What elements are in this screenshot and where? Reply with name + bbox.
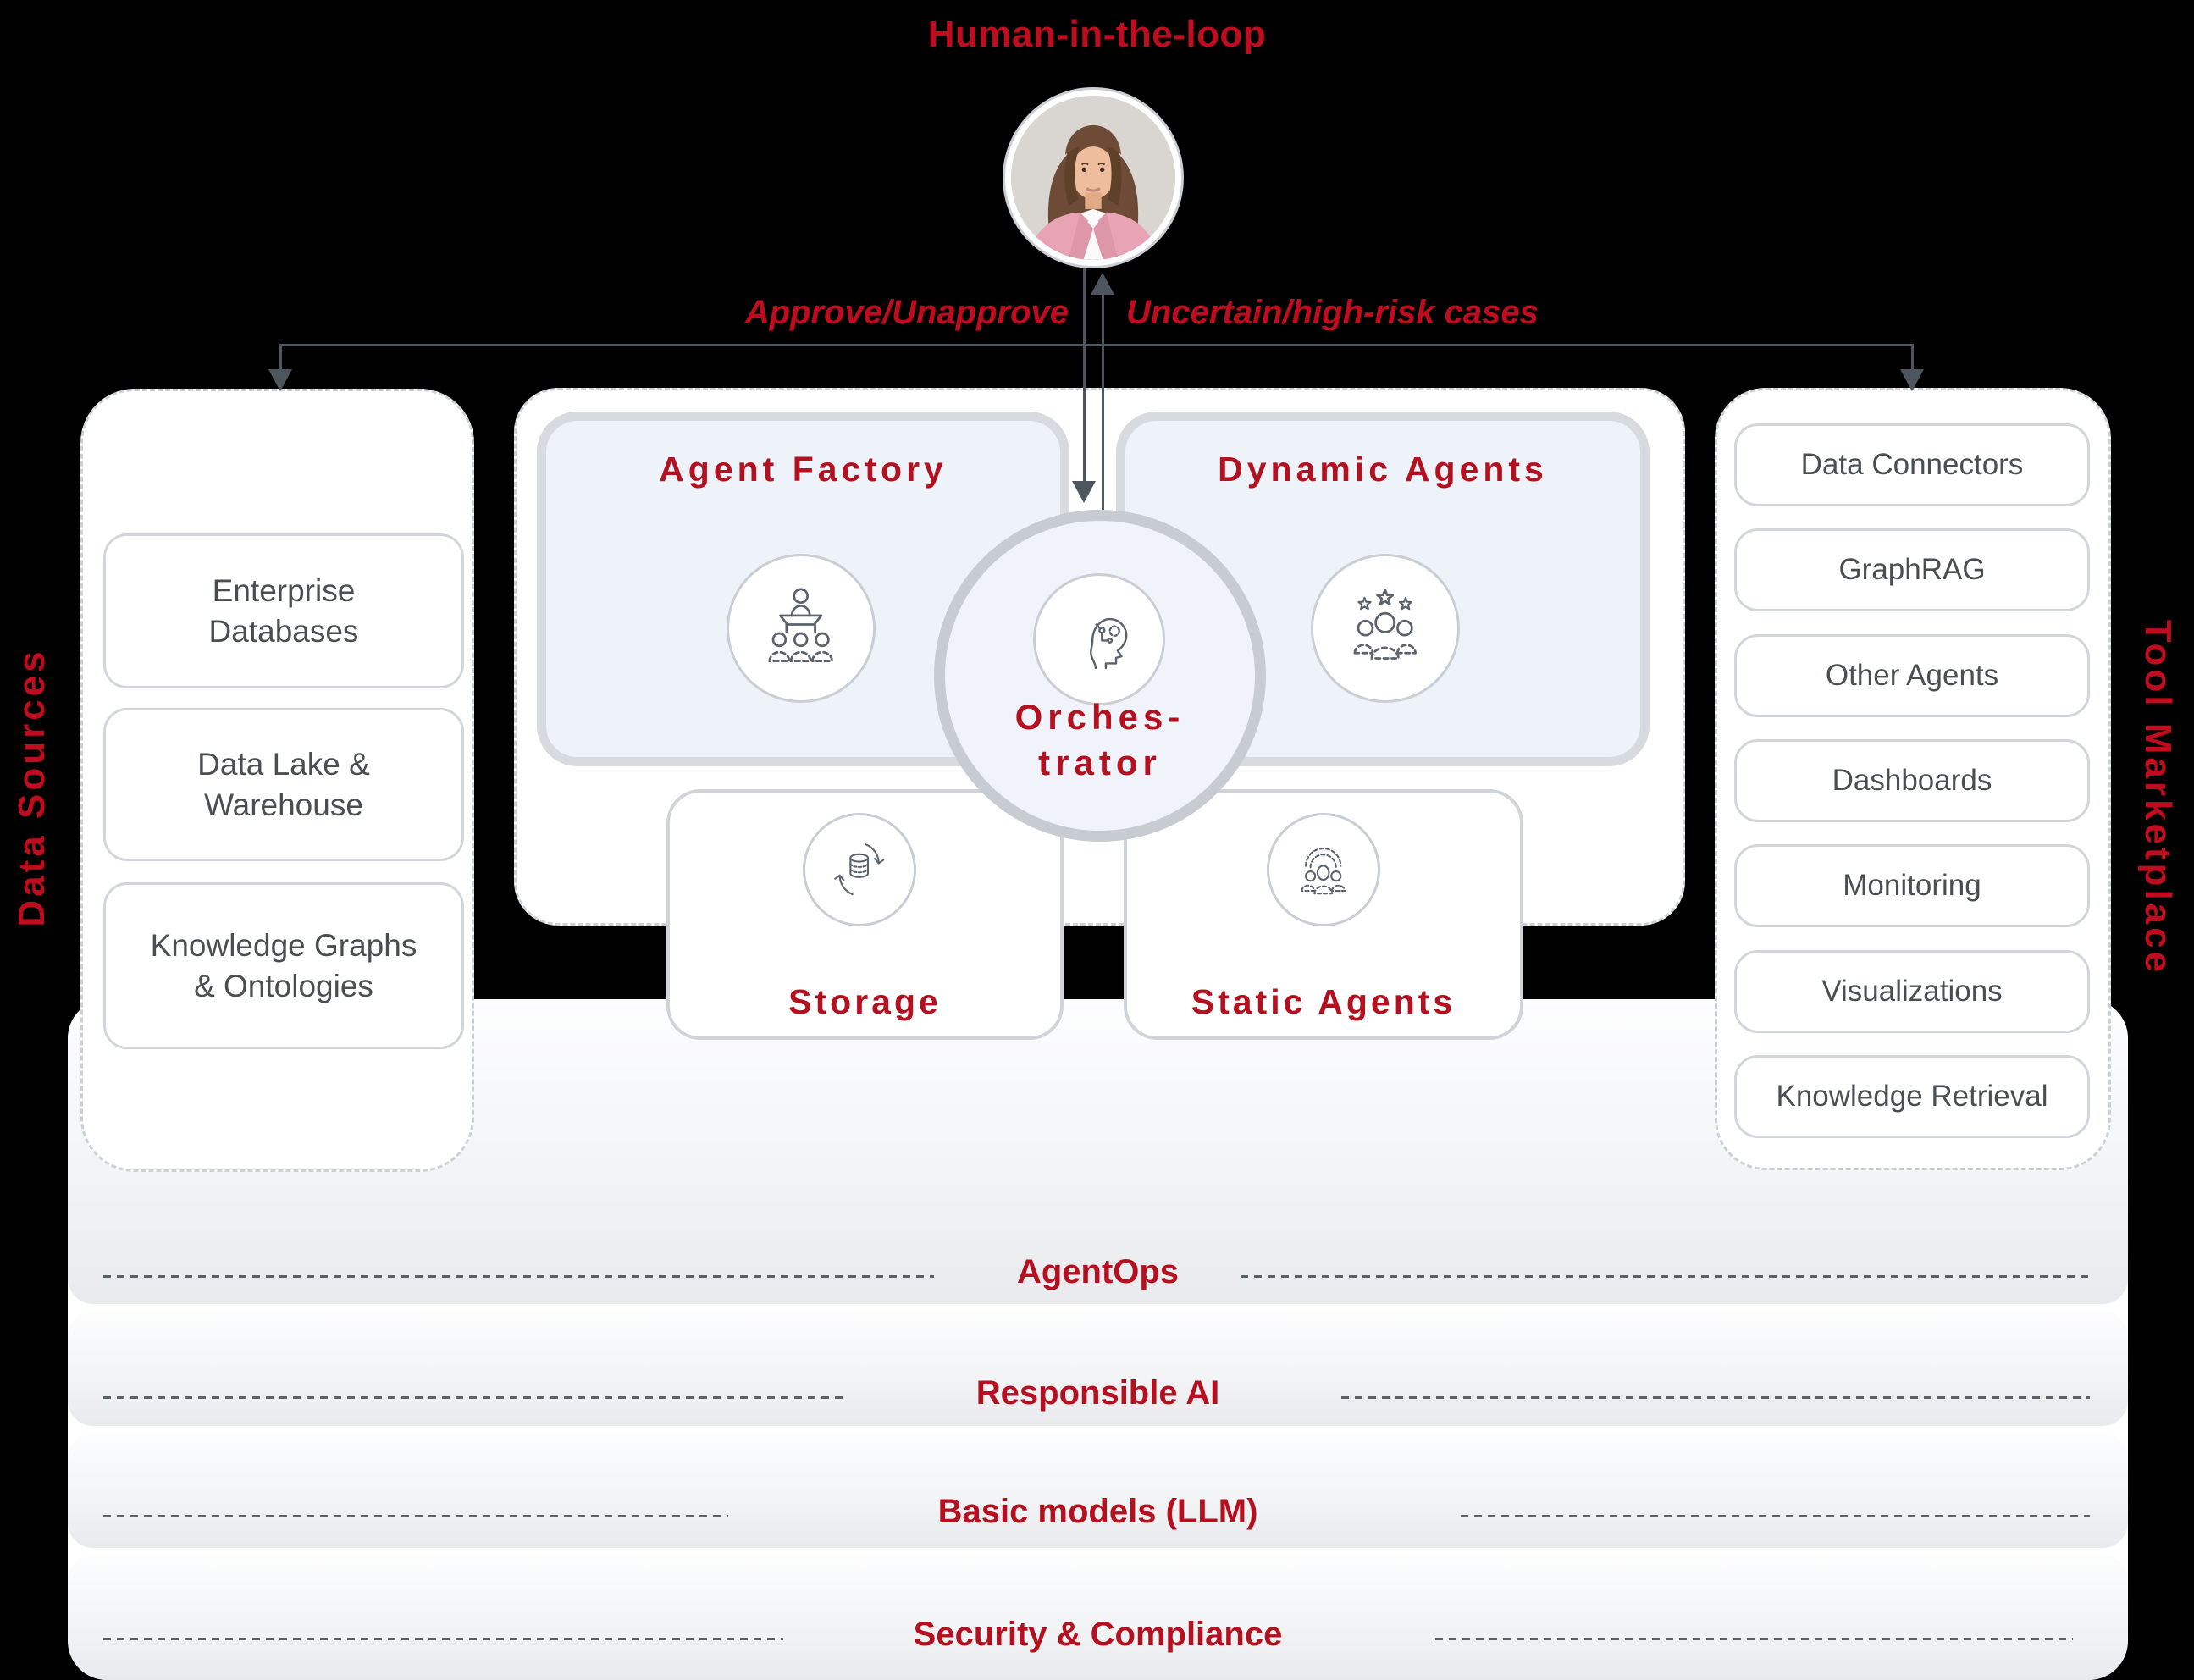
arrow-to-human: [1091, 273, 1114, 295]
item-label: GraphRAG: [1838, 553, 1986, 586]
static-agents-icon-circle: [1267, 813, 1380, 926]
arrow-into-data-sources: [268, 369, 292, 391]
item-label: Monitoring: [1843, 869, 1981, 902]
layer-basic-models: [68, 1433, 2128, 1548]
layer-title-agentops: AgentOps: [1016, 1253, 1180, 1290]
orchestrator-circle: Orches- trator: [934, 510, 1266, 842]
approve-flow-label: Approve/Unapprove: [744, 294, 1069, 331]
agent-factory-title: Agent Factory: [659, 450, 948, 489]
tool-data-connectors: Data Connectors: [1734, 423, 2090, 506]
database-sync-icon: [834, 843, 885, 896]
layer-title-responsible-ai: Responsible AI: [975, 1374, 1220, 1412]
escalation-flow-line: [1102, 295, 1104, 510]
item-label: Knowledge Retrieval: [1776, 1080, 2048, 1113]
tool-visualizations: Visualizations: [1734, 950, 2090, 1033]
tool-marketplace-rail-title: Tool Marketplace: [2137, 619, 2179, 976]
dash-line: [103, 1275, 934, 1278]
layer-security-compliance: [68, 1555, 2128, 1680]
dash-line: [1241, 1275, 2090, 1278]
orchestrator-title-line1: Orches-: [1014, 697, 1185, 737]
tool-graphrag: GraphRAG: [1734, 528, 2090, 611]
storage-title: Storage: [788, 982, 942, 1021]
layer-title-basic-models: Basic models (LLM): [937, 1493, 1258, 1530]
team-stars-icon: [1353, 589, 1418, 660]
item-label: Dashboards: [1832, 764, 1992, 797]
item-label: Enterprise Databases: [208, 573, 359, 649]
orchestrator-title: Orches- trator: [945, 694, 1255, 786]
dash-line: [1341, 1396, 2090, 1399]
layer-responsible-ai: [68, 1311, 2128, 1426]
layer-title-security-compliance: Security & Compliance: [913, 1616, 1283, 1653]
tool-dashboards: Dashboards: [1734, 739, 2090, 822]
human-avatar: [1003, 87, 1184, 268]
dash-line: [103, 1638, 783, 1640]
item-label: Data Connectors: [1800, 448, 2024, 481]
dash-line: [1461, 1515, 2090, 1517]
page-title: Human-in-the-loop: [927, 14, 1267, 55]
tool-marketplace-container: Data Connectors GraphRAG Other Agents Da…: [1715, 388, 2111, 1170]
static-agents-title: Static Agents: [1191, 982, 1456, 1021]
dash-line: [1435, 1638, 2073, 1640]
dynamic-agents-title: Dynamic Agents: [1218, 450, 1548, 489]
team-dashed-icon: [1301, 848, 1346, 895]
orchestrator-icon-circle: [1033, 573, 1165, 705]
approve-flow-line: [1083, 268, 1086, 481]
arrow-into-tool-marketplace: [1900, 369, 1924, 391]
data-sources-container: Enterprise Databases Data Lake & Warehou…: [80, 389, 474, 1172]
storage-card: Storage: [666, 789, 1064, 1040]
dash-line: [103, 1396, 846, 1399]
item-label: Visualizations: [1821, 975, 2003, 1008]
static-agents-card: Static Agents: [1124, 789, 1523, 1040]
tool-monitoring: Monitoring: [1734, 844, 2090, 927]
escalation-flow-label: Uncertain/high-risk cases: [1126, 294, 1539, 331]
item-label: Data Lake & Warehouse: [197, 747, 370, 822]
data-source-data-lake: Data Lake & Warehouse: [103, 708, 464, 861]
item-label: Knowledge Graphs & Ontologies: [150, 928, 417, 1003]
human-avatar-photo: [1005, 90, 1181, 266]
dash-line: [103, 1515, 728, 1517]
storage-icon-circle: [803, 813, 916, 926]
orchestrator-title-line2: trator: [1038, 743, 1162, 782]
agent-factory-icon-circle: [727, 554, 876, 703]
dynamic-agents-icon-circle: [1311, 554, 1460, 703]
data-sources-rail-title: Data Sources: [11, 648, 53, 927]
item-label: Other Agents: [1825, 659, 1999, 692]
branch-connector-line: [279, 344, 1914, 346]
woman-portrait-illustration: [1011, 96, 1175, 260]
right-branch-drop: [1911, 344, 1914, 369]
data-source-knowledge-graphs: Knowledge Graphs & Ontologies: [103, 882, 464, 1049]
arrow-into-orchestrator: [1072, 481, 1096, 503]
ai-head-icon: [1089, 617, 1127, 669]
data-source-enterprise-databases: Enterprise Databases: [103, 533, 464, 688]
trainer-team-icon: [768, 588, 834, 663]
tool-knowledge-retrieval: Knowledge Retrieval: [1734, 1055, 2090, 1138]
tool-other-agents: Other Agents: [1734, 634, 2090, 717]
left-branch-drop: [279, 344, 282, 369]
